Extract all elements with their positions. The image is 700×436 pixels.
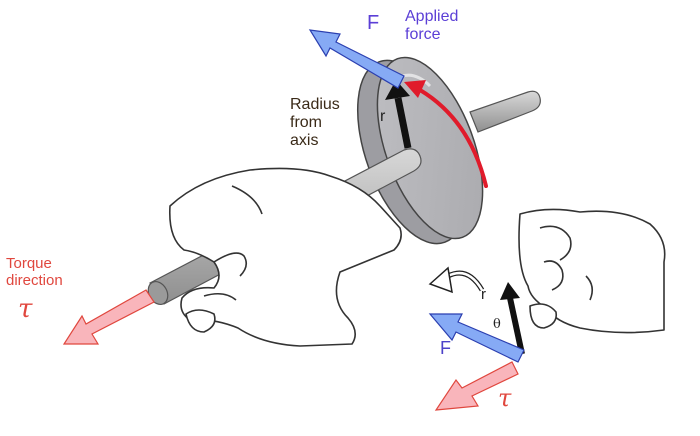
hand-right-icon xyxy=(518,208,666,334)
radius-symbol-bottom: r xyxy=(481,286,486,303)
force-symbol-bottom: F xyxy=(440,338,451,358)
torque-arrow-bottom xyxy=(434,361,519,411)
force-arrow-top xyxy=(308,29,405,89)
torque-arrow-left xyxy=(62,289,155,345)
tau-symbol-left: τ xyxy=(18,294,33,324)
radius-arrow-bottom xyxy=(500,282,525,355)
theta-symbol: θ xyxy=(493,317,501,332)
axle-back xyxy=(469,90,541,133)
tau-symbol-bottom: τ xyxy=(498,384,512,412)
radius-symbol-top: r xyxy=(380,108,386,125)
force-symbol-top: F xyxy=(367,12,380,34)
vector-diagram xyxy=(428,266,525,411)
radius-from-axis-label: Radius from axis xyxy=(290,96,340,149)
rotation-arc xyxy=(404,80,488,188)
applied-force-label: Applied force xyxy=(405,8,459,43)
curved-rotation-arrow-icon xyxy=(428,266,485,294)
torque-direction-label: Torque direction xyxy=(6,255,63,289)
radius-arrow-top xyxy=(385,80,412,149)
hand-left-icon xyxy=(168,167,402,347)
force-arrow-bottom xyxy=(428,313,525,363)
